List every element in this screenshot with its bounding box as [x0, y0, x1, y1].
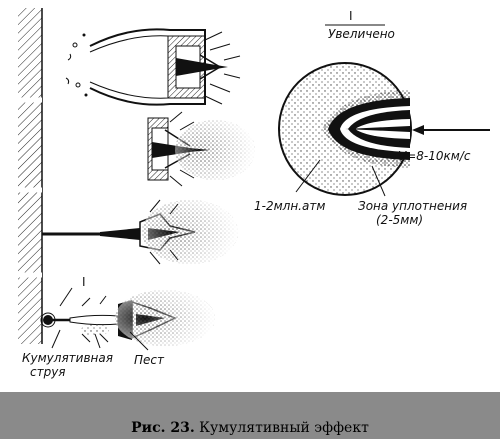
stage-4-penetration: [40, 290, 215, 346]
magnified-detail: [278, 62, 412, 196]
stage-1-charge: [65, 28, 241, 106]
caption-text: Кумулятивный эффект: [199, 420, 369, 436]
velocity-label: V=8-10км/с: [398, 149, 471, 163]
caption-prefix: Рис. 23.: [131, 420, 195, 436]
compression-zone-size-label: (2-5мм): [376, 213, 424, 227]
velocity-arrow: [412, 125, 490, 135]
stage-marker-label: I: [82, 275, 86, 289]
label-leaders: [51, 287, 149, 351]
figure-caption: Рис. 23. Кумулятивный эффект: [0, 420, 500, 436]
caption-bar: [0, 392, 500, 439]
compression-zone-label: Зона уплотнения: [358, 199, 468, 213]
stage-2-collapse: [147, 111, 255, 187]
pestle-label: Пест: [134, 353, 164, 367]
detail-title-label: Увеличено: [328, 27, 395, 41]
pressure-label: 1-2млн.атм: [254, 199, 326, 213]
cumulative-jet-label: Кумулятивная: [22, 351, 113, 365]
detail-roman-label: I: [349, 9, 353, 23]
stage-3-jet: [42, 199, 238, 265]
cumulative-jet-label-2: струя: [30, 365, 66, 379]
cumulative-effect-diagram: [18, 8, 490, 351]
detail-leaders: [295, 24, 386, 197]
armor-wall: [18, 8, 43, 344]
